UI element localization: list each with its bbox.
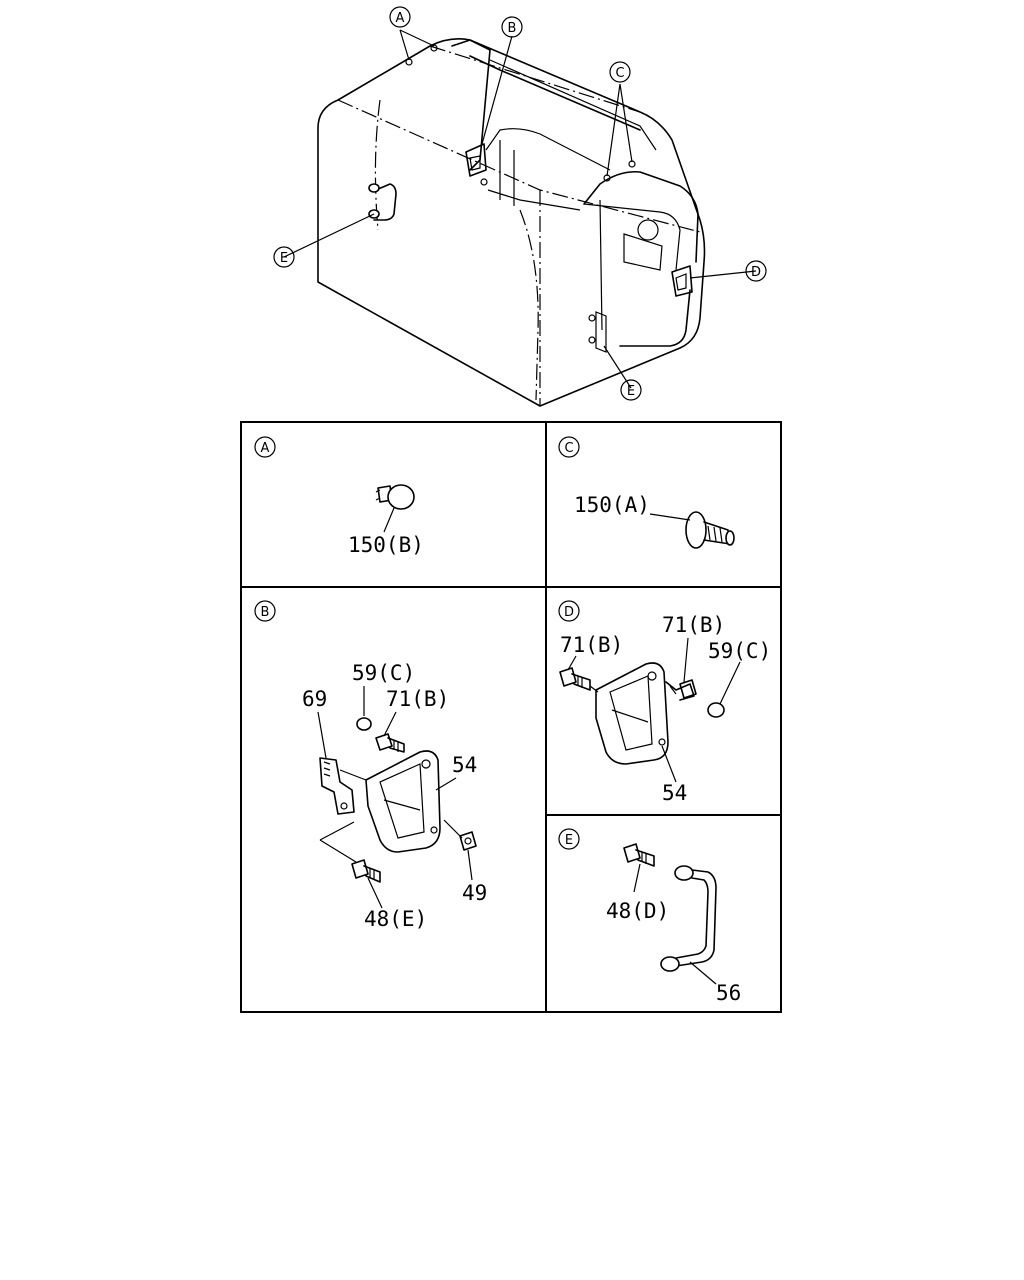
svg-text:56: 56 [716, 981, 741, 1005]
callout-b: B [501, 16, 523, 38]
svg-text:54: 54 [452, 753, 477, 777]
svg-text:71(B): 71(B) [662, 613, 725, 637]
svg-text:49: 49 [462, 881, 487, 905]
bolt-part-icon [375, 733, 405, 753]
svg-text:C: C [564, 441, 573, 456]
detail-panel-a: A 150(B) [254, 436, 424, 557]
clip-part-icon [375, 484, 415, 510]
callout-e-right: E [620, 379, 642, 401]
bolt-part-icon [623, 843, 655, 867]
detail-panel-e: E 48(D) 56 [558, 828, 741, 1005]
callout-d: D [745, 260, 767, 282]
cap-part-icon [356, 717, 372, 731]
svg-text:C: C [615, 66, 624, 81]
cab-overview: A B C D E E [273, 6, 767, 407]
callout-c: C [609, 61, 631, 83]
svg-text:150(B): 150(B) [348, 533, 424, 557]
clip-part-icon [685, 511, 735, 549]
svg-text:A: A [396, 11, 405, 26]
svg-text:E: E [627, 384, 635, 399]
svg-text:D: D [751, 265, 761, 280]
svg-text:71(B): 71(B) [386, 687, 449, 711]
detail-panel-d: D 71(B) 71(B) 59(C) 54 [558, 600, 771, 805]
detail-grid [240, 421, 782, 1013]
nut-part-icon [459, 831, 477, 851]
svg-text:B: B [261, 605, 270, 620]
svg-text:E: E [565, 833, 573, 848]
plate-part-icon [365, 750, 441, 853]
svg-text:150(A): 150(A) [574, 493, 650, 517]
detail-panel-b: B [254, 600, 487, 931]
svg-text:59(C): 59(C) [352, 661, 415, 685]
bolt-part-icon [559, 667, 591, 691]
svg-text:A: A [261, 441, 270, 456]
detail-panel-c: C 150(A) [558, 436, 735, 549]
svg-text:E: E [280, 251, 288, 266]
svg-text:71(B): 71(B) [560, 633, 623, 657]
svg-text:48(E): 48(E) [364, 907, 427, 931]
grab-bar-part-icon [660, 865, 717, 972]
svg-text:54: 54 [662, 781, 687, 805]
bolt-part-icon [665, 679, 697, 701]
bracket-part-icon [319, 757, 355, 815]
svg-text:D: D [564, 605, 574, 620]
callout-a: A [389, 6, 411, 28]
plate-part-icon [595, 662, 669, 765]
bolt-part-icon [351, 859, 381, 883]
svg-text:59(C): 59(C) [708, 639, 771, 663]
svg-text:69: 69 [302, 687, 327, 711]
svg-text:B: B [508, 21, 517, 36]
svg-text:48(D): 48(D) [606, 899, 669, 923]
callout-e-left: E [273, 246, 295, 268]
cap-part-icon [707, 702, 725, 718]
